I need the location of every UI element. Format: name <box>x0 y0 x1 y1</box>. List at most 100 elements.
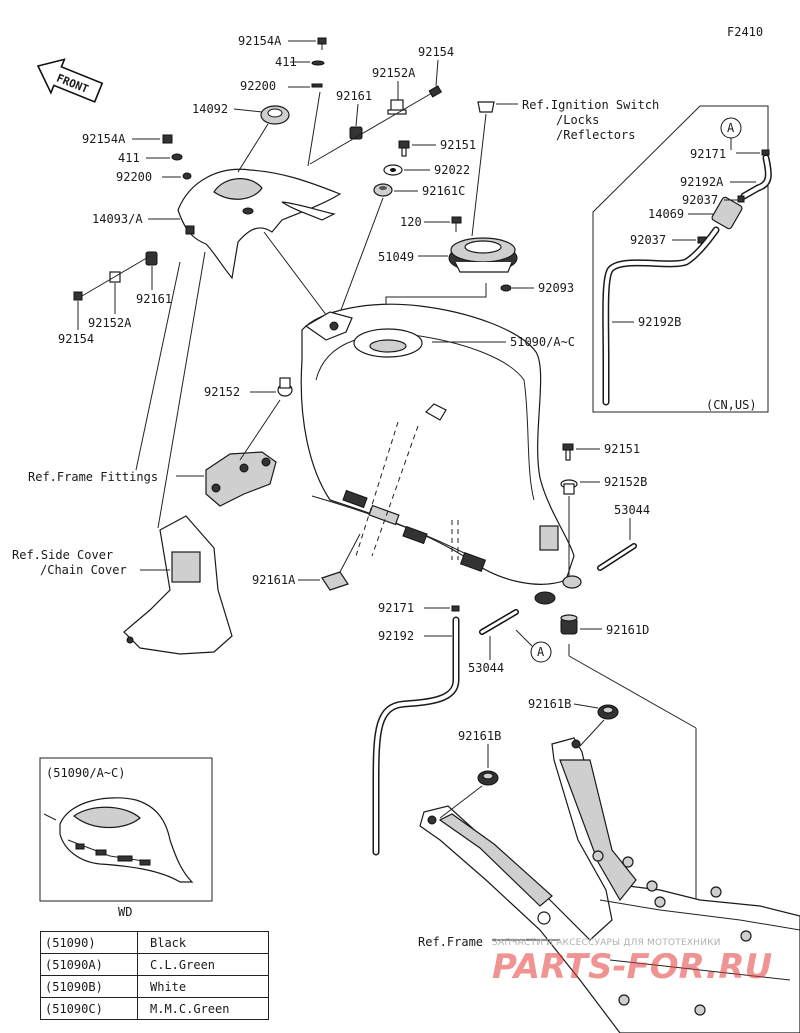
callout-14092: 14092 <box>192 102 228 116</box>
callout-92192B: 92192B <box>638 315 681 329</box>
callout-92161A: 92161A <box>252 573 296 587</box>
pipe-53044-mid <box>479 609 519 635</box>
ref-frame: Ref.Frame <box>418 935 483 949</box>
screw-120 <box>451 216 462 232</box>
watermark: ЗАПЧАСТИ И АКСЕССУАРЫ ДЛЯ МОТОТЕХНИКИ PA… <box>492 938 792 986</box>
grommet-92161C <box>373 183 393 197</box>
collar-92152A-top <box>387 99 407 115</box>
callout-92154A-top: 92154A <box>238 34 282 48</box>
callout-51090: 51090/A~C <box>510 335 575 349</box>
hose-92192B <box>602 226 720 406</box>
callout-92037-a: 92037 <box>682 193 718 207</box>
tank-cover-14093 <box>177 168 342 280</box>
callout-53044-right: 53044 <box>614 503 650 517</box>
callout-92161D: 92161D <box>606 623 649 637</box>
table-row: (51090C) M.M.C.Green <box>40 997 269 1020</box>
callout-canister-92171: 92171 <box>690 147 726 161</box>
callout-411-left: 411 <box>118 151 140 165</box>
callout-14093: 14093/A <box>92 212 143 226</box>
pad-92161A <box>321 571 349 591</box>
table-cell-color: C.L.Green <box>137 953 269 976</box>
ref-locks: /Locks <box>556 113 599 127</box>
inset-tank-figure <box>43 797 194 883</box>
callout-92161B-left: 92161B <box>458 729 501 743</box>
frame-part <box>419 737 800 1033</box>
grommet-92161-left <box>145 251 158 266</box>
washer-92200-top <box>311 83 323 88</box>
callout-92171: 92171 <box>378 601 414 615</box>
ref-frame-fittings: Ref.Frame Fittings <box>28 470 158 484</box>
ref-ignition-switch: Ref.Ignition Switch <box>522 98 659 112</box>
washer-92093 <box>500 284 512 292</box>
callout-92154-top: 92154 <box>418 45 454 59</box>
table-cell-color: Black <box>137 931 269 954</box>
canister-14069 <box>711 195 745 230</box>
connector-marker-a: A <box>530 641 552 663</box>
callout-411-top: 411 <box>275 55 297 69</box>
callout-92161C: 92161C <box>422 184 465 198</box>
table-cell-part: (51090) <box>40 931 138 954</box>
inset-caption: WD <box>118 905 132 919</box>
callout-92151-top: 92151 <box>440 138 476 152</box>
washer-411-top <box>311 60 325 66</box>
color-table: (51090) Black (51090A) C.L.Green (51090B… <box>40 931 269 1020</box>
table-row: (51090B) White <box>40 975 269 998</box>
grommet-92161B-top <box>597 704 619 720</box>
callout-92093: 92093 <box>538 281 574 295</box>
callout-92154-left: 92154 <box>58 332 94 346</box>
grommet-92161B-left <box>477 770 499 786</box>
diagram-code: F2410 <box>727 25 763 39</box>
table-row: (51090) Black <box>40 931 269 954</box>
callout-92152A-left: 92152A <box>88 316 132 330</box>
table-cell-part: (51090B) <box>40 975 138 998</box>
clamp-92171 <box>451 605 460 612</box>
callout-92152B: 92152B <box>604 475 647 489</box>
callout-92200-top: 92200 <box>240 79 276 93</box>
table-row: (51090A) C.L.Green <box>40 953 269 976</box>
canister-box <box>592 105 769 413</box>
hose-92192A <box>740 154 772 200</box>
callout-92161B-top: 92161B <box>528 697 571 711</box>
side-cover-part <box>123 515 233 655</box>
ignition-collar <box>477 101 495 113</box>
callout-92192A: 92192A <box>680 175 724 189</box>
front-arrow-icon: FRONT <box>36 58 104 103</box>
inset-title: (51090/A~C) <box>46 766 125 780</box>
callout-92154A-left: 92154A <box>82 132 126 146</box>
callout-92152A-top: 92152A <box>372 66 416 80</box>
callout-92022: 92022 <box>434 163 470 177</box>
washer-411-left <box>171 153 183 161</box>
clamp-92171-canister <box>761 149 770 156</box>
svg-text:A: A <box>537 645 545 659</box>
pipe-53044-right <box>597 543 637 571</box>
callout-51049: 51049 <box>378 250 414 264</box>
ref-side-cover: Ref.Side Cover <box>12 548 113 562</box>
table-cell-part: (51090A) <box>40 953 138 976</box>
watermark-caption: ЗАПЧАСТИ И АКСЕССУАРЫ ДЛЯ МОТОТЕХНИКИ <box>492 938 721 948</box>
canister-market: (CN,US) <box>706 398 757 412</box>
bolt-92154-top <box>428 85 443 98</box>
hose-92192 <box>372 616 460 856</box>
callout-92200-left: 92200 <box>116 170 152 184</box>
callout-53044-mid: 53044 <box>468 661 504 675</box>
fuel-tank-51090 <box>300 303 582 605</box>
callout-92161-top: 92161 <box>336 89 372 103</box>
collar-92152 <box>277 377 293 397</box>
table-cell-part: (51090C) <box>40 997 138 1020</box>
callout-120: 120 <box>400 215 422 229</box>
callout-92151-right: 92151 <box>604 442 640 456</box>
bolt-92151-right <box>562 443 574 461</box>
grommet-14092 <box>260 105 290 125</box>
bolt-92154A-left <box>162 134 173 144</box>
watermark-logo: PARTS-FOR.RU <box>492 947 773 987</box>
fuel-cap-51049 <box>448 237 518 273</box>
callout-92037-b: 92037 <box>630 233 666 247</box>
svg-text:A: A <box>727 121 735 135</box>
callout-14069: 14069 <box>648 207 684 221</box>
callout-92161-left: 92161 <box>136 292 172 306</box>
canister-marker-a: A <box>720 117 742 139</box>
bolt-92151-top <box>398 140 410 157</box>
grommet-92161D <box>560 614 578 635</box>
